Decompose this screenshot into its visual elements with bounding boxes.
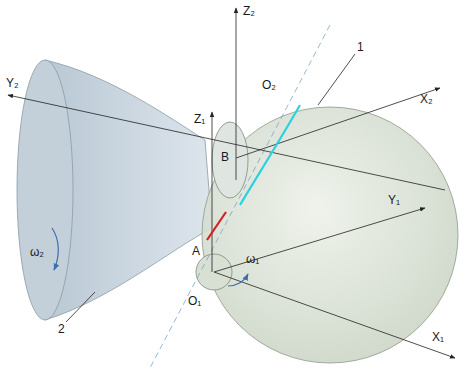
- rotation-label: ω₂: [30, 245, 44, 259]
- callout-number: 1: [357, 40, 364, 54]
- axis-label: X₁: [432, 330, 444, 344]
- axis-line: [214, 272, 455, 358]
- axis-line: [236, 8, 237, 180]
- axis-label: X₂: [420, 92, 433, 106]
- point-label: A: [192, 244, 200, 258]
- axis-label: Z₂: [243, 4, 255, 18]
- rotation-arrow: [228, 274, 248, 286]
- point-label: B: [221, 150, 229, 164]
- axis-label: Y₁: [388, 193, 400, 207]
- axis-line: [8, 95, 445, 190]
- callout-number: 2: [58, 322, 65, 336]
- contact-line: [207, 212, 226, 240]
- axis-label: Y₂: [6, 76, 19, 90]
- axis-line: [236, 88, 440, 158]
- axis-label: Z₁: [194, 112, 205, 126]
- contact-curve: [240, 105, 300, 205]
- gear-hub: [212, 122, 248, 198]
- dashed-axis: [150, 25, 330, 368]
- point-label: O₁: [188, 294, 201, 308]
- rotation-label: ω₁: [246, 252, 259, 266]
- rotation-arrow: [52, 228, 58, 270]
- axis-line: [214, 208, 425, 272]
- leader-line: [66, 292, 95, 322]
- axis-line: [212, 112, 213, 272]
- leader-line: [318, 54, 355, 105]
- point-label: O₂: [262, 78, 276, 92]
